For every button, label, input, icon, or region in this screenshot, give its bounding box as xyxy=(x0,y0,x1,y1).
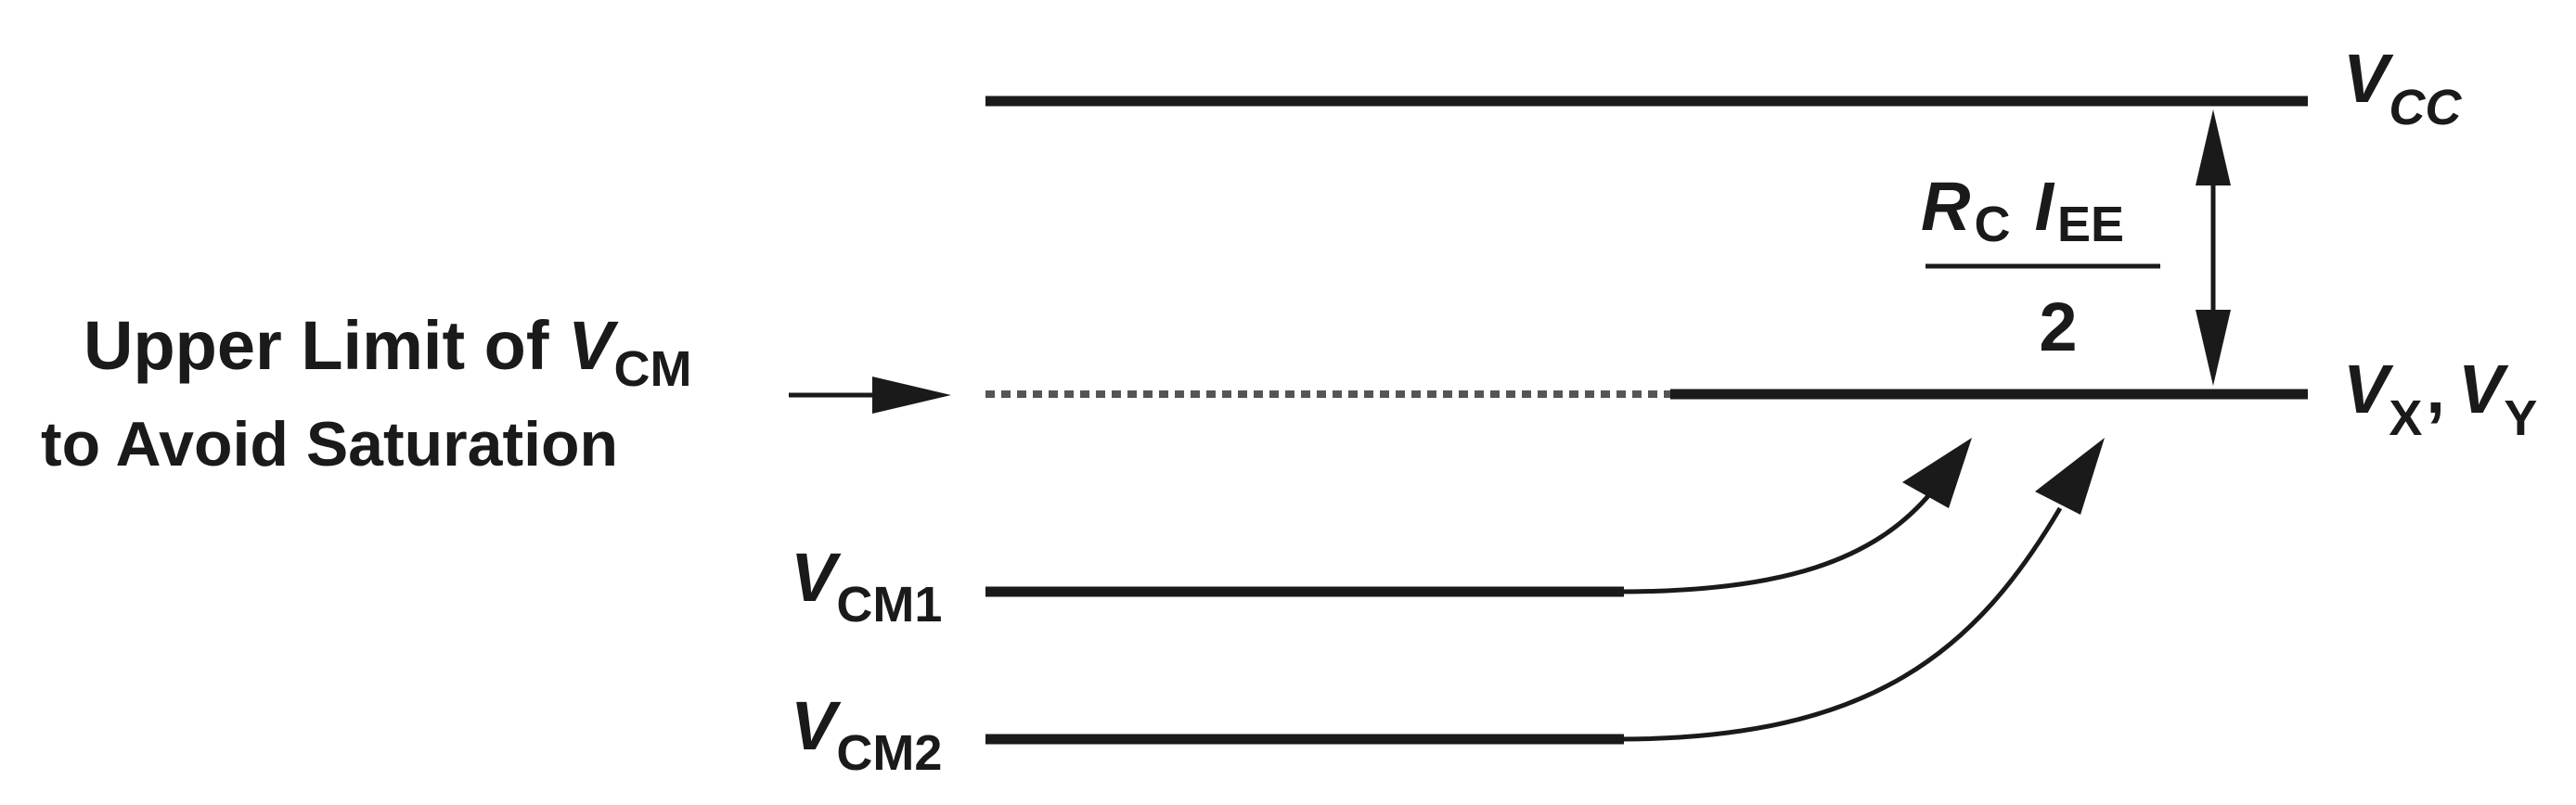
vcm2-label: VCM2 xyxy=(791,687,942,781)
upper-limit-label-line1: Upper Limit of VCM xyxy=(84,307,691,397)
vcc-label: VCC xyxy=(2343,40,2462,135)
vx-vy-label: VX,VY xyxy=(2343,351,2537,446)
vcm2-rise-arrowhead xyxy=(2035,438,2105,515)
headroom-arrowhead-top xyxy=(2196,109,2231,185)
vcm1-label: VCM1 xyxy=(791,539,942,632)
upper-limit-label-line2: to Avoid Saturation xyxy=(41,409,618,479)
vcm1-rise-arrow xyxy=(1618,490,1934,594)
fraction-denominator: 2 xyxy=(2039,288,2077,365)
headroom-arrowhead-bottom xyxy=(2196,310,2231,386)
vcm2-rise-arrow xyxy=(1618,506,2063,742)
vcm1-rise-arrowhead xyxy=(1902,438,1972,508)
upper-limit-pointer-arrowhead xyxy=(872,377,951,414)
